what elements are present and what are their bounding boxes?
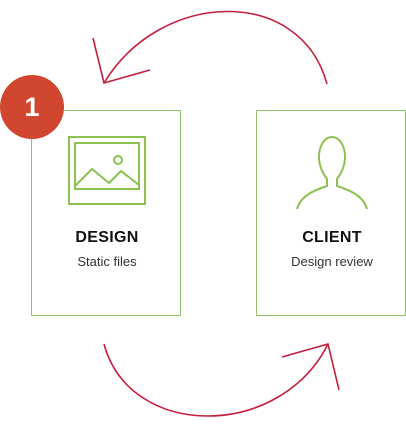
- design-card-title: DESIGN: [75, 229, 139, 246]
- top-curved-arrow: [103, 10, 328, 85]
- bottom-arrowhead: [281, 343, 340, 391]
- client-card-subtitle: Design review: [291, 254, 373, 269]
- top-arrowhead: [92, 37, 151, 84]
- image-icon: [68, 136, 146, 205]
- step-number-badge: 1: [0, 75, 64, 139]
- design-card: DESIGN Static files: [31, 110, 181, 316]
- client-card: CLIENT Design review: [256, 110, 406, 316]
- bottom-curved-arrow: [103, 343, 329, 417]
- user-icon: [296, 136, 368, 209]
- client-card-title: CLIENT: [302, 229, 362, 246]
- design-card-subtitle: Static files: [77, 254, 137, 269]
